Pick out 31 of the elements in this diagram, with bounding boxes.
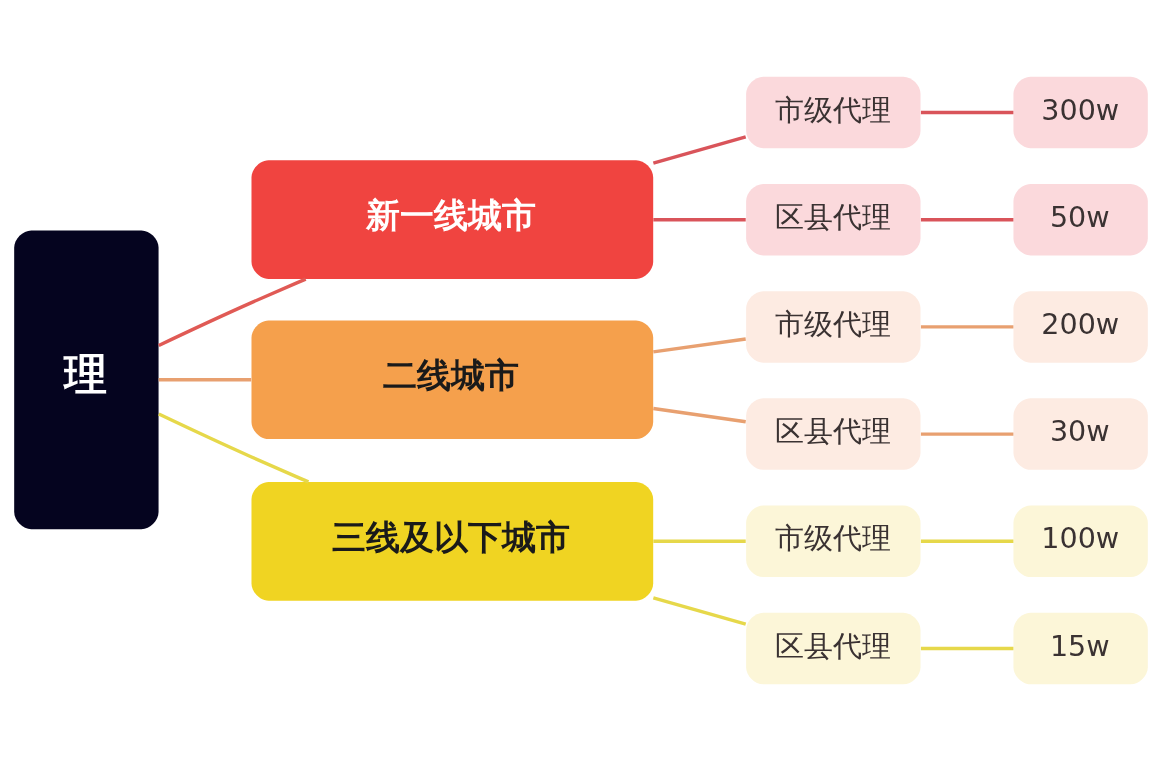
connector <box>653 406 746 424</box>
node-box: 市级代理 <box>746 505 921 578</box>
node-box: 15w <box>1013 612 1148 685</box>
node-box: 区县代理 <box>746 183 921 256</box>
connector <box>920 325 1014 329</box>
node-box: 市级代理 <box>746 76 921 149</box>
node-box: 二线城市 <box>251 320 654 440</box>
connector <box>920 539 1014 544</box>
connector <box>920 217 1014 222</box>
node-box: 新一线城市 <box>251 160 654 279</box>
connector <box>158 378 252 382</box>
node-box: 30w <box>1013 398 1148 470</box>
connector <box>920 110 1014 115</box>
connector <box>653 217 746 222</box>
connector <box>158 412 310 484</box>
connector <box>652 596 747 626</box>
node-box: 区县代理 <box>746 398 921 470</box>
connector <box>920 646 1014 651</box>
node-box: 市级代理 <box>746 291 921 363</box>
connector <box>158 277 307 347</box>
node-box: 100w <box>1013 505 1148 578</box>
connector <box>653 337 746 354</box>
connector <box>652 135 747 165</box>
connector <box>653 539 746 544</box>
node-box: 三线及以下城市 <box>251 482 654 601</box>
node-box: 200w <box>1013 291 1148 363</box>
node-box: 300w <box>1013 76 1148 149</box>
node-box: 理 <box>14 230 159 530</box>
node-box: 区县代理 <box>746 612 921 685</box>
connector <box>920 432 1014 436</box>
node-box: 50w <box>1013 183 1148 256</box>
